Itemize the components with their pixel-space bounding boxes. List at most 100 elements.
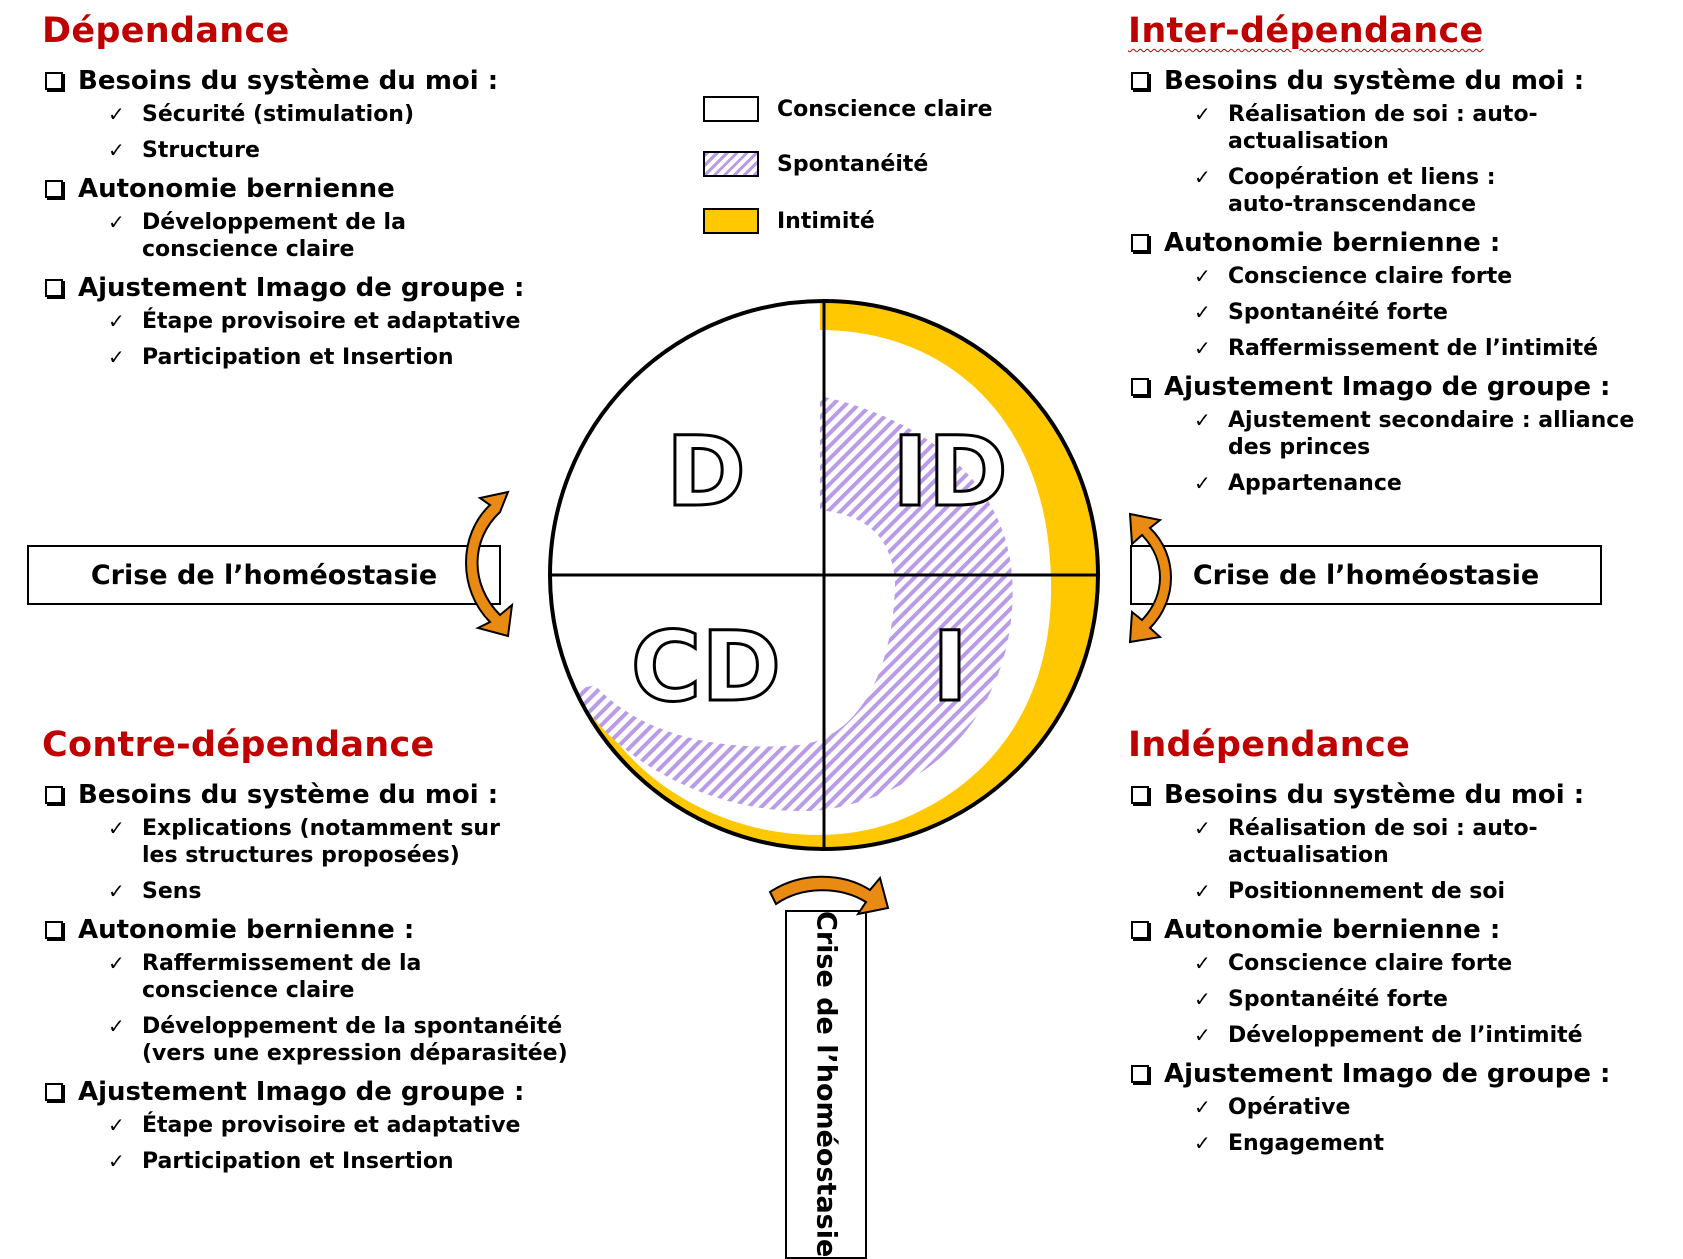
crisis-box-right: Crise de l’homéostasie [1130, 545, 1602, 605]
checkmark-icon: ✓ [1194, 1023, 1211, 1047]
checkmark-icon: ✓ [108, 210, 125, 234]
list-item: ✓Ajustement secondaire : alliance des pr… [1194, 408, 1635, 460]
checkmark-icon: ✓ [1194, 816, 1211, 840]
checkmark-icon: ✓ [108, 345, 125, 369]
checkmark-icon: ✓ [1194, 879, 1211, 903]
checkbox-bullet-icon [1131, 921, 1149, 939]
quadrant-title: Inter-dépendance [1128, 11, 1484, 51]
list-item: ✓Développement de la spontanéité (vers u… [108, 1014, 568, 1066]
legend-swatch-yellow [703, 208, 759, 234]
list-item: ✓Développement de l’intimité [1194, 1023, 1583, 1048]
section-ajustement: Ajustement Imago de groupe : [1128, 371, 1678, 403]
list-item: ✓Positionnement de soi [1194, 879, 1506, 904]
section-besoins: Besoins du système du moi : [42, 779, 622, 811]
label-cd: CD [631, 611, 781, 723]
crisis-label: Crise de l’homéostasie [810, 911, 842, 1258]
checkmark-icon: ✓ [108, 309, 125, 333]
list-item: ✓Participation et Insertion [108, 345, 454, 370]
quadrant-interdependance: Inter-dépendance Besoins du système du m… [1128, 14, 1678, 506]
checkbox-bullet-icon [1131, 1065, 1149, 1083]
list-item: ✓Conscience claire forte [1194, 264, 1513, 289]
checkmark-icon: ✓ [108, 951, 125, 975]
quadrant-independance: Indépendance Besoins du système du moi :… [1128, 728, 1678, 1166]
label-i: I [932, 611, 968, 723]
checkbox-bullet-icon [45, 279, 63, 297]
label-d: D [666, 416, 746, 528]
checkmark-icon: ✓ [1194, 300, 1211, 324]
checkmark-icon: ✓ [1194, 102, 1211, 126]
section-label: Autonomie bernienne [78, 174, 395, 204]
crisis-label: Crise de l’homéostasie [90, 559, 438, 591]
circle-outline [548, 299, 1100, 851]
section-besoins: Besoins du système du moi : [1128, 779, 1678, 811]
checkbox-bullet-icon [45, 72, 63, 90]
section-autonomie: Autonomie bernienne : [1128, 914, 1678, 946]
curved-arrow-bottom-icon [768, 875, 890, 916]
crisis-box-left: Crise de l’homéostasie [27, 545, 501, 605]
section-ajustement: Ajustement Imago de groupe : [42, 272, 602, 304]
section-ajustement: Ajustement Imago de groupe : [42, 1076, 622, 1108]
checkmark-icon: ✓ [1194, 471, 1211, 495]
legend-swatch-white [703, 96, 759, 122]
legend-intimite: Intimité [703, 208, 875, 234]
list-item: ✓Spontanéité forte [1194, 987, 1448, 1012]
legend-swatch-striped [703, 151, 759, 177]
checkbox-bullet-icon [45, 180, 63, 198]
checkbox-bullet-icon [1131, 234, 1149, 252]
list-item: ✓Coopération et liens : auto-transcendan… [1194, 165, 1496, 217]
section-label: Besoins du système du moi : [1164, 780, 1585, 810]
checkmark-icon: ✓ [108, 1149, 125, 1173]
quadrant-title: Indépendance [1128, 725, 1411, 765]
crisis-box-bottom: Crise de l’homéostasie [785, 910, 867, 1259]
section-ajustement: Ajustement Imago de groupe : [1128, 1058, 1678, 1090]
list-item: ✓Étape provisoire et adaptative [108, 309, 521, 334]
checkmark-icon: ✓ [108, 879, 125, 903]
legend-label: Conscience claire [777, 96, 993, 122]
legend-label: Spontanéité [777, 151, 929, 177]
checkmark-icon: ✓ [1194, 1095, 1211, 1119]
checkbox-bullet-icon [1131, 72, 1149, 90]
checkbox-bullet-icon [45, 1083, 63, 1101]
section-autonomie: Autonomie bernienne [42, 173, 602, 205]
list-item: ✓Engagement [1194, 1131, 1384, 1156]
quadrant-dependance: Dépendance Besoins du système du moi : ✓… [42, 14, 602, 380]
checkbox-bullet-icon [1131, 786, 1149, 804]
checkbox-bullet-icon [45, 786, 63, 804]
checkmark-icon: ✓ [108, 816, 125, 840]
checkmark-icon: ✓ [1194, 408, 1211, 432]
checkbox-bullet-icon [1131, 378, 1149, 396]
list-item: ✓Appartenance [1194, 471, 1402, 496]
spontaneite-region [575, 396, 1013, 812]
list-item: ✓Structure [108, 138, 260, 163]
checkmark-icon: ✓ [1194, 336, 1211, 360]
checkmark-icon: ✓ [1194, 1131, 1211, 1155]
list-item: ✓Réalisation de soi : auto-actualisation [1194, 816, 1538, 868]
section-label: Besoins du système du moi : [1164, 66, 1585, 96]
checkbox-bullet-icon [45, 921, 63, 939]
list-item: ✓Réalisation de soi : auto-actualisation [1194, 102, 1538, 154]
label-id: ID [892, 416, 1007, 528]
section-label: Ajustement Imago de groupe : [78, 273, 525, 303]
list-item: ✓Conscience claire forte [1194, 951, 1513, 976]
list-item: ✓Étape provisoire et adaptative [108, 1113, 521, 1138]
checkmark-icon: ✓ [1194, 264, 1211, 288]
section-besoins: Besoins du système du moi : [1128, 65, 1678, 97]
section-label: Ajustement Imago de groupe : [1164, 1059, 1611, 1089]
section-label: Autonomie bernienne : [1164, 228, 1501, 258]
checkmark-icon: ✓ [108, 1014, 125, 1038]
section-autonomie: Autonomie bernienne : [42, 914, 622, 946]
list-item: ✓Sens [108, 879, 202, 904]
section-label: Besoins du système du moi : [78, 780, 499, 810]
quadrant-title: Dépendance [42, 11, 290, 51]
list-item: ✓Développement de la conscience claire [108, 210, 406, 262]
checkmark-icon: ✓ [1194, 987, 1211, 1011]
checkmark-icon: ✓ [108, 102, 125, 126]
section-label: Ajustement Imago de groupe : [1164, 372, 1611, 402]
list-item: ✓Participation et Insertion [108, 1149, 454, 1174]
section-label: Ajustement Imago de groupe : [78, 1077, 525, 1107]
list-item: ✓Sécurité (stimulation) [108, 102, 415, 127]
section-label: Autonomie bernienne : [1164, 915, 1501, 945]
intimite-region [590, 301, 1098, 849]
section-label: Besoins du système du moi : [78, 66, 499, 96]
quadrant-contredependance: Contre-dépendance Besoins du système du … [42, 728, 622, 1184]
